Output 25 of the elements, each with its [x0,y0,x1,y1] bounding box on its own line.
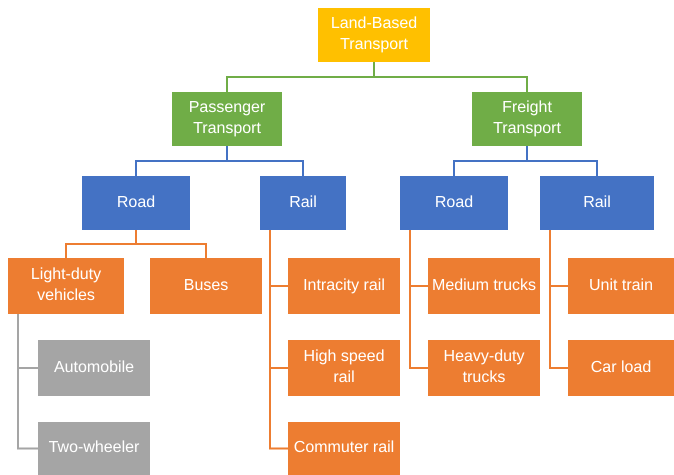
connector-line [409,230,428,369]
category-box: Freight Transport [472,92,582,146]
category-box: Road [400,176,508,230]
connector-line [135,230,207,258]
category-box: Buses [150,258,262,314]
category-box: Road [82,176,190,230]
category-box: Intracity rail [288,258,400,314]
category-box: High speed rail [288,340,400,396]
category-box: Unit train [568,258,674,314]
category-box: Light-duty vehicles [8,258,124,314]
category-box: Rail [260,176,346,230]
connector-line [526,146,598,176]
category-box: Commuter rail [288,422,400,475]
root-box: Land-Based Transport [318,8,430,62]
connector-line [226,146,304,176]
category-box: Medium trucks [428,258,540,314]
category-box: Heavy-duty trucks [428,340,540,396]
connector-line [269,230,288,450]
category-box: Car load [568,340,674,396]
category-box: Passenger Transport [172,92,282,146]
connector-line [549,230,568,369]
category-box: Automobile [38,340,150,396]
connector-line [17,314,38,450]
category-box: Two-wheeler [38,422,150,475]
category-box: Rail [540,176,654,230]
